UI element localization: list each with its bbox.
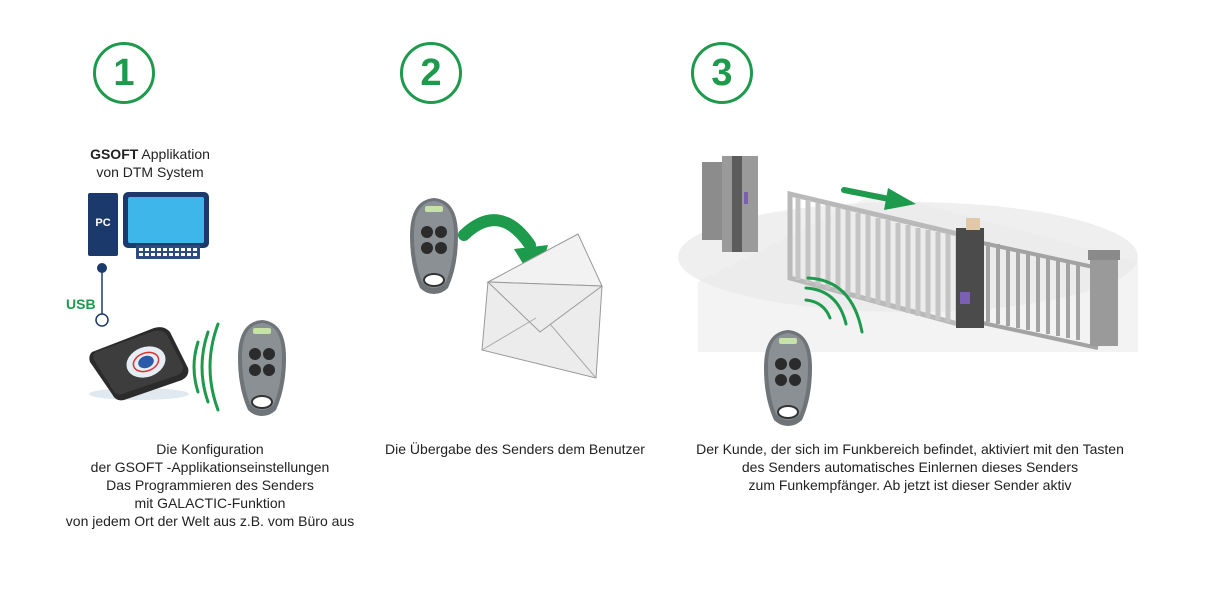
pc-tower-icon: PC bbox=[88, 193, 118, 256]
gsoft-app-subtitle: von DTM System bbox=[96, 164, 204, 180]
step-3-caption-line: des Senders automatisches Einlernen dies… bbox=[741, 459, 1079, 475]
gsoft-app-title-bold: GSOFT bbox=[90, 146, 139, 162]
step-3-caption-line: zum Funkempfänger. Ab jetzt ist dieser S… bbox=[748, 477, 1072, 493]
usb-label: USB bbox=[66, 296, 96, 312]
step-1-caption: Die Konfiguration der GSOFT -Applikation… bbox=[40, 440, 380, 530]
radio-waves-icon bbox=[804, 276, 864, 334]
step-1-caption-line: mit GALACTIC-Funktion bbox=[134, 495, 286, 511]
step-3-number: 3 bbox=[691, 42, 753, 104]
sliding-gate-illustration bbox=[678, 156, 1138, 352]
radio-waves-icon bbox=[192, 322, 220, 412]
remote-control-icon bbox=[238, 320, 286, 416]
step-3-caption: Der Kunde, der sich im Funkbereich befin… bbox=[660, 440, 1160, 494]
gsoft-app-title-rest: Applikation bbox=[138, 146, 210, 162]
step-2-number: 2 bbox=[400, 42, 462, 104]
monitor-icon bbox=[123, 192, 209, 259]
remote-control-icon bbox=[410, 198, 458, 294]
step-2-caption: Die Übergabe des Senders dem Benutzer bbox=[360, 440, 670, 458]
step-1-caption-line: von jedem Ort der Welt aus z.B. vom Büro… bbox=[65, 513, 355, 529]
direction-arrow-icon bbox=[841, 187, 916, 210]
envelope-icon bbox=[481, 233, 603, 379]
gsoft-app-title: GSOFT Applikation von DTM System bbox=[40, 145, 260, 181]
step-1-number: 1 bbox=[93, 42, 155, 104]
step-3-caption-line: Der Kunde, der sich im Funkbereich befin… bbox=[696, 441, 1124, 457]
step-1-caption-line: Die Konfiguration bbox=[156, 441, 264, 457]
pc-label: PC bbox=[95, 217, 111, 229]
step-1-caption-line: Das Programmieren des Senders bbox=[106, 477, 314, 493]
step-1-caption-line: der GSOFT -Applikationseinstellungen bbox=[90, 459, 330, 475]
step-2-caption-line: Die Übergabe des Senders dem Benutzer bbox=[385, 441, 645, 457]
remote-control-icon bbox=[764, 330, 812, 426]
programmer-device-icon bbox=[89, 327, 189, 401]
usb-connection-line bbox=[95, 263, 109, 327]
